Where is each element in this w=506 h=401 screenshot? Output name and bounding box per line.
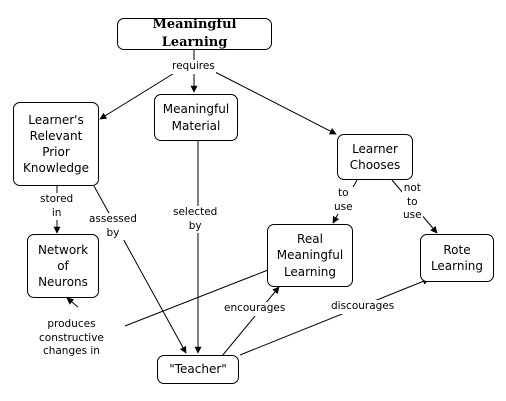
link-label-selected-by: selected by (172, 206, 219, 234)
link-label-to-use: to use (333, 187, 354, 215)
node-meaningful-material: Meaningful Material (154, 94, 238, 141)
node-network-of-neurons: Network of Neurons (27, 234, 99, 298)
link-label-not-to-use: not to use (402, 182, 423, 223)
node-learner-chooses: Learner Chooses (337, 134, 413, 180)
arrow-teacher-real-learning (221, 286, 280, 357)
node-rote-learning: Rote Learning (420, 234, 494, 282)
node-teacher: "Teacher" (157, 355, 239, 384)
node-meaningful-learning: Meaningful Learning (117, 17, 272, 50)
node-prior-knowledge: Learner's Relevant Prior Knowledge (13, 102, 99, 186)
link-label-encourages: encourages (223, 302, 287, 316)
arrow-produces-network (66, 297, 79, 308)
arrow-teacher-rote-learning (239, 278, 430, 356)
link-label-produces-constructive-changes: produces constructive changes in (38, 318, 105, 359)
arrow-requires-prior-knowledge (99, 71, 177, 120)
node-real-meaningful-learning: Real Meaningful Learning (267, 224, 353, 287)
link-label-stored-in: stored in (39, 193, 75, 221)
link-label-discourages: discourages (330, 300, 396, 314)
arrow-real-learning-network (124, 269, 269, 327)
link-label-requires: requires (171, 60, 216, 74)
arrow-requires-learner-chooses (214, 71, 337, 135)
